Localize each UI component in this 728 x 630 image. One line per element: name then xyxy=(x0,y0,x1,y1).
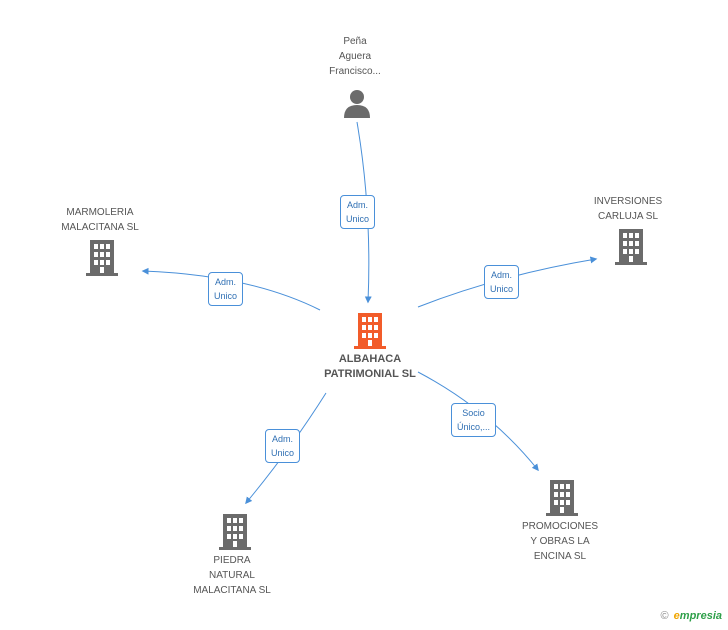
center-name-line2: PATRIMONIAL SL xyxy=(324,368,416,380)
promociones-node-label[interactable]: PROMOCIONES Y OBRAS LA ENCINA SL xyxy=(510,519,610,564)
center-building-icon[interactable] xyxy=(354,313,386,349)
person-name-line2: Aguera xyxy=(338,51,372,62)
edge-label-promociones[interactable]: Socio Único,... xyxy=(451,403,497,437)
promociones-building-icon[interactable] xyxy=(546,480,578,516)
edge-label-marmoleria-line2: Unico xyxy=(214,291,238,301)
copyright-symbol: © xyxy=(660,610,669,622)
inversiones-name-line2: CARLUJA SL xyxy=(597,211,659,222)
edge-label-person-line2: Unico xyxy=(346,214,370,224)
marmoleria-building-icon[interactable] xyxy=(86,240,118,276)
inversiones-name-line1: INVERSIONES xyxy=(593,196,663,207)
piedra-node-label[interactable]: PIEDRA NATURAL MALACITANA SL xyxy=(180,553,284,598)
marmoleria-node-label[interactable]: MARMOLERIA MALACITANA SL xyxy=(48,205,152,235)
edge-label-piedra-line1: Adm. xyxy=(272,434,294,444)
brand-name: mpresia xyxy=(679,610,722,622)
edge-label-promociones-line1: Socio xyxy=(462,408,485,418)
brand-footer: © empresia xyxy=(661,610,723,622)
edge-label-marmoleria[interactable]: Adm. Unico xyxy=(208,272,244,306)
edge-label-piedra-line2: Unico xyxy=(271,448,295,458)
inversiones-node-label[interactable]: INVERSIONES CARLUJA SL xyxy=(580,194,676,224)
marmoleria-name-line1: MARMOLERIA xyxy=(66,207,134,218)
edge-label-person-line1: Adm. xyxy=(347,200,369,210)
promociones-name-line3: ENCINA SL xyxy=(533,551,587,562)
person-node-label[interactable]: Peña Aguera Francisco... xyxy=(320,34,390,79)
edge-label-promociones-line2: Único,... xyxy=(457,422,491,432)
marmoleria-name-line2: MALACITANA SL xyxy=(61,222,139,233)
piedra-name-line1: PIEDRA xyxy=(213,555,251,566)
brand-logo: empresia xyxy=(674,610,722,622)
piedra-name-line3: MALACITANA SL xyxy=(193,585,271,596)
edge-label-inversiones-line1: Adm. xyxy=(491,270,513,280)
brand-initial: e xyxy=(673,610,680,622)
edge-label-marmoleria-line1: Adm. xyxy=(215,277,237,287)
edge-label-person[interactable]: Adm. Unico xyxy=(340,195,376,229)
promociones-name-line1: PROMOCIONES xyxy=(521,521,599,532)
edge-label-inversiones[interactable]: Adm. Unico xyxy=(484,265,520,299)
person-icon[interactable] xyxy=(343,89,371,119)
inversiones-building-icon[interactable] xyxy=(615,229,647,265)
piedra-building-icon[interactable] xyxy=(219,514,251,550)
promociones-name-line2: Y OBRAS LA xyxy=(530,536,590,547)
center-node-label[interactable]: ALBAHACA PATRIMONIAL SL xyxy=(310,352,430,382)
center-name-line1: ALBAHACA xyxy=(338,353,402,365)
edge-label-piedra[interactable]: Adm. Unico xyxy=(265,429,301,463)
edge-label-inversiones-line2: Unico xyxy=(490,284,514,294)
person-name-line1: Peña xyxy=(343,36,367,47)
piedra-name-line2: NATURAL xyxy=(209,570,255,581)
person-name-line3: Francisco... xyxy=(329,66,381,77)
